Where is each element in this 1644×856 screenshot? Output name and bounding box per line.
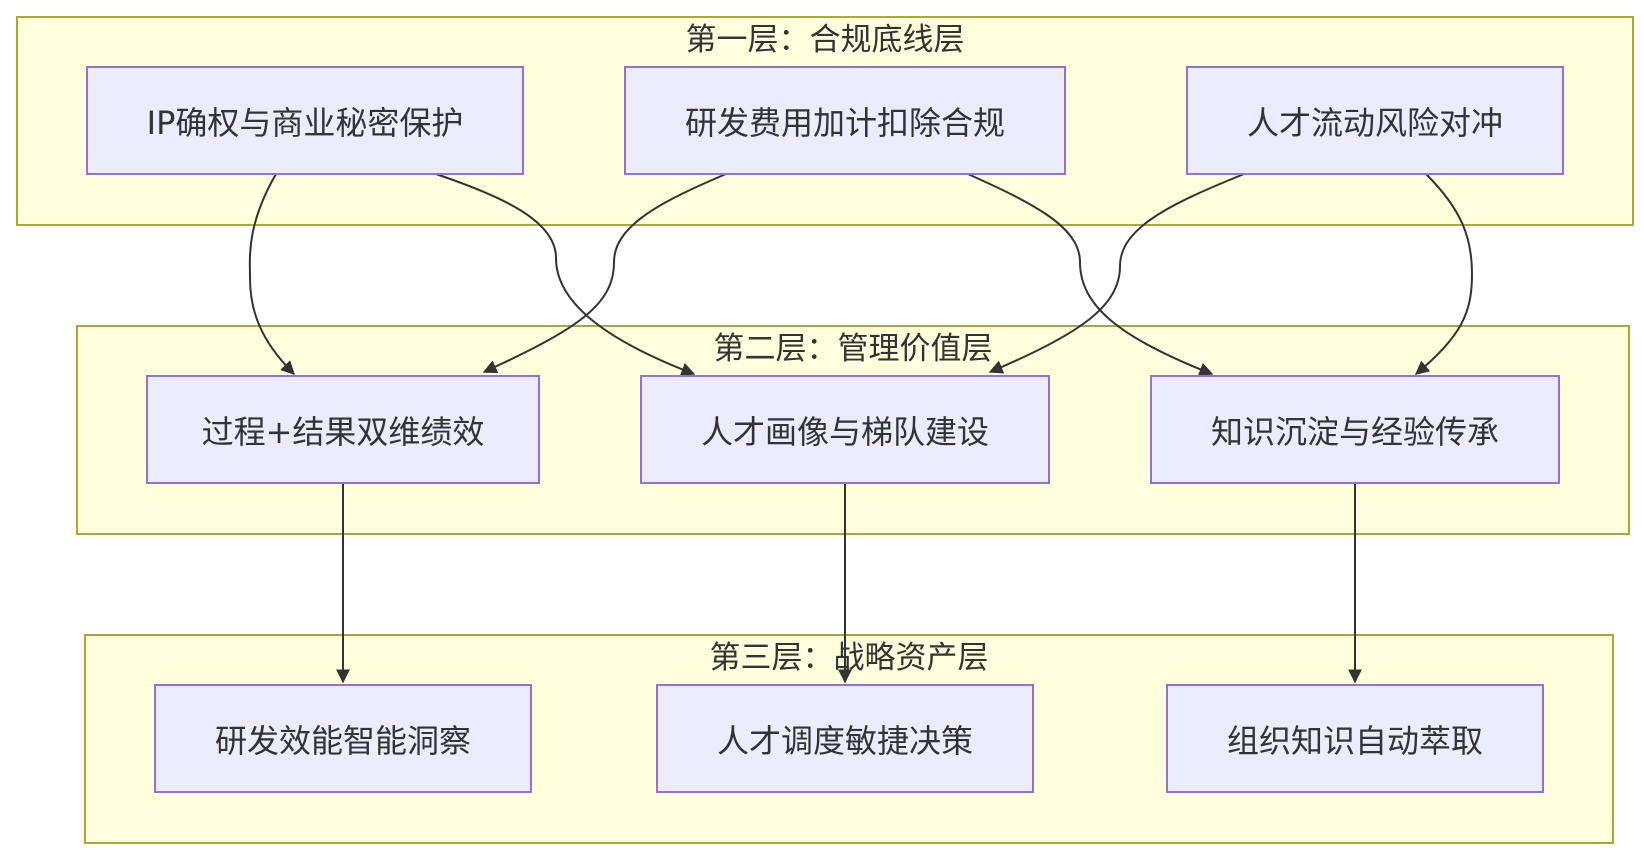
layer-title: 第一层：合规底线层 bbox=[685, 22, 965, 58]
node-label: 人才调度敏捷决策 bbox=[716, 721, 973, 760]
edge-n3-n6 bbox=[1414, 173, 1474, 375]
edge-n2-n6 bbox=[967, 173, 1214, 376]
edge-n2-n4 bbox=[482, 173, 727, 374]
node-label: IP确权与商业秘密保护 bbox=[146, 103, 464, 142]
node-rd-insight[interactable]: 研发效能智能洞察 bbox=[154, 684, 532, 793]
node-talent-dispatch[interactable]: 人才调度敏捷决策 bbox=[656, 684, 1034, 793]
node-label: 过程+结果双维绩效 bbox=[201, 412, 485, 451]
node-knowledge-extraction[interactable]: 组织知识自动萃取 bbox=[1166, 684, 1544, 793]
node-label: 组织知识自动萃取 bbox=[1226, 721, 1483, 760]
node-label: 研发费用加计扣除合规 bbox=[684, 103, 1005, 142]
edge-n1-n5 bbox=[435, 173, 696, 377]
edge-n3-n5 bbox=[988, 173, 1245, 374]
node-ip-protection[interactable]: IP确权与商业秘密保护 bbox=[86, 66, 524, 175]
node-label: 人才流动风险对冲 bbox=[1246, 103, 1503, 142]
node-label: 知识沉淀与经验传承 bbox=[1210, 412, 1499, 451]
node-knowledge-retention[interactable]: 知识沉淀与经验传承 bbox=[1150, 375, 1560, 484]
node-dual-performance[interactable]: 过程+结果双维绩效 bbox=[146, 375, 540, 484]
node-rd-deduction[interactable]: 研发费用加计扣除合规 bbox=[624, 66, 1066, 175]
node-label: 研发效能智能洞察 bbox=[214, 721, 471, 760]
node-talent-risk[interactable]: 人才流动风险对冲 bbox=[1186, 66, 1564, 175]
edge-n1-n4 bbox=[248, 173, 295, 375]
node-talent-profile[interactable]: 人才画像与梯队建设 bbox=[640, 375, 1050, 484]
node-label: 人才画像与梯队建设 bbox=[700, 412, 989, 451]
layer-title: 第二层：管理价值层 bbox=[713, 331, 993, 367]
